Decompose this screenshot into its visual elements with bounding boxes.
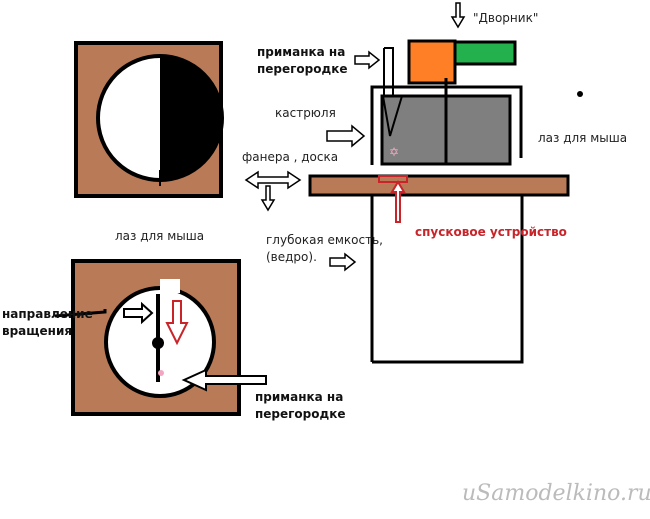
star-icon: ✡	[389, 145, 399, 159]
label-rotation-2: вращения	[2, 324, 72, 338]
label-pot: кастрюля	[275, 106, 336, 120]
watermark: uSamodelkino.ru	[462, 481, 650, 506]
arrow-icon	[260, 185, 276, 212]
label-bait-bottom-1: приманка на	[255, 390, 343, 404]
arrow-icon	[354, 50, 381, 70]
axle	[152, 337, 164, 349]
label-mouse-entry-left: лаз для мыша	[115, 229, 204, 243]
label-bait-top-2: перегородке	[257, 62, 347, 76]
arrow-icon	[181, 368, 267, 392]
label-bucket-2: (ведро).	[266, 250, 317, 264]
trap-assembly: ✡	[244, 2, 583, 364]
label-rotation-1: направление	[2, 307, 93, 321]
label-mouse-entry-right: лаз для мыша	[538, 131, 627, 145]
arrow-icon	[123, 301, 154, 325]
arrow-icon	[450, 2, 466, 29]
arrow-icon	[329, 252, 357, 272]
trigger-arrow-icon	[390, 180, 406, 223]
label-plywood: фанера , доска	[242, 150, 338, 164]
label-dvornik: "Дворник"	[473, 11, 538, 25]
arrow-icon	[326, 124, 366, 148]
counterweight	[407, 39, 457, 85]
bucket	[370, 195, 524, 364]
plywood-board	[308, 174, 570, 197]
label-bait-top-1: приманка на	[257, 45, 345, 59]
trigger-plate	[378, 175, 408, 183]
double-arrow-icon	[244, 170, 302, 190]
rotation-arrow-icon	[165, 300, 189, 346]
label-bait-bottom-2: перегородке	[255, 407, 345, 421]
dvornik-lever	[453, 40, 517, 66]
top-view-box	[74, 41, 224, 198]
side-view-box	[54, 259, 267, 416]
label-bucket-1: глубокая емкость,	[266, 233, 383, 247]
label-trigger: спусковое устройство	[415, 225, 567, 239]
